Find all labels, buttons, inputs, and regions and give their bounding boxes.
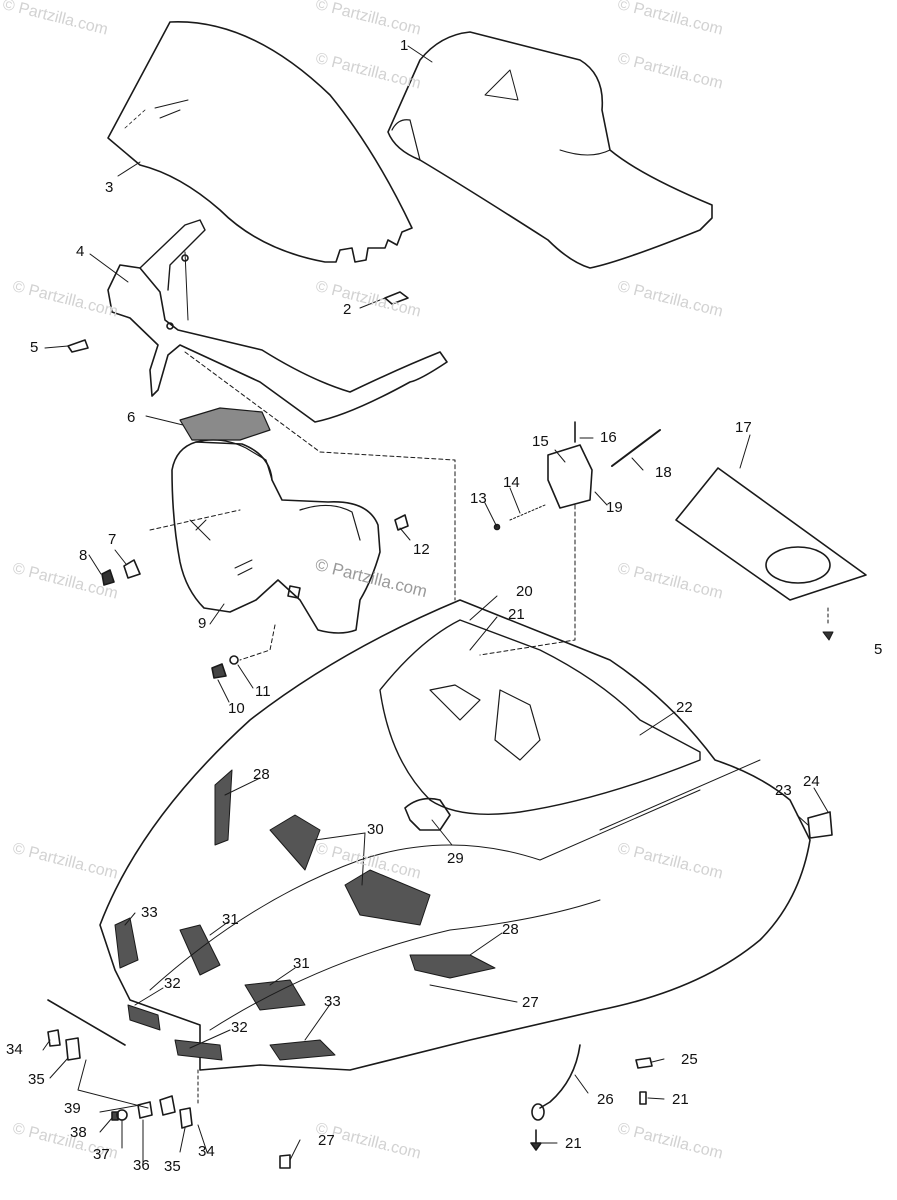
callout-23: 23: [775, 782, 792, 799]
callout-21: 21: [672, 1091, 689, 1108]
callout-9: 9: [198, 615, 207, 632]
headlight-housing: [171, 439, 381, 634]
callout-25: 25: [681, 1051, 698, 1068]
foam-pad: [179, 407, 271, 441]
grommet: [404, 797, 451, 831]
leader-lines: [42, 45, 829, 1167]
callout-5: 5: [30, 339, 39, 356]
windshield-clip: [384, 291, 409, 305]
callout-19: 19: [606, 499, 623, 516]
callout-11: 11: [255, 683, 271, 700]
callout-22: 22: [676, 699, 693, 716]
callout-21: 21: [565, 1135, 582, 1152]
callout-21: 21: [508, 606, 525, 623]
callout-37: 37: [93, 1146, 110, 1163]
callout-38: 38: [70, 1124, 87, 1141]
callout-28: 28: [253, 766, 270, 783]
callout-18: 18: [655, 464, 672, 481]
handlebar-bracket: [107, 219, 448, 423]
callout-34: 34: [198, 1143, 215, 1160]
callout-32: 32: [164, 975, 181, 992]
callout-33: 33: [141, 904, 158, 921]
callout-31: 31: [293, 955, 310, 972]
callout-12: 12: [413, 541, 430, 558]
callout-33: 33: [324, 993, 341, 1010]
callout-8: 8: [79, 547, 88, 564]
callout-6: 6: [127, 409, 136, 426]
callout-3: 3: [105, 179, 114, 196]
small-hardware: [67, 339, 661, 679]
side-bracket: [807, 811, 833, 839]
callout-24: 24: [803, 773, 820, 790]
windshield: [107, 21, 413, 263]
callout-1: 1: [400, 37, 409, 54]
callout-7: 7: [108, 531, 117, 548]
callout-30: 30: [367, 821, 384, 838]
callout-4: 4: [76, 243, 85, 260]
callout-20: 20: [516, 583, 533, 600]
callout-2: 2: [343, 301, 352, 318]
assembly-lines: [149, 351, 576, 661]
callout-36: 36: [133, 1157, 150, 1174]
seat: [387, 31, 713, 269]
callout-35: 35: [28, 1071, 45, 1088]
callout-32: 32: [231, 1019, 248, 1036]
callout-17: 17: [735, 419, 752, 436]
clip-27: [279, 1154, 291, 1169]
callout-39: 39: [64, 1100, 81, 1117]
cable: [539, 1044, 581, 1109]
callout-5: 5: [874, 641, 883, 658]
callout-14: 14: [503, 474, 520, 491]
callout-13: 13: [470, 490, 487, 507]
callout-29: 29: [447, 850, 464, 867]
hood: [99, 599, 811, 1071]
callout-34: 34: [6, 1041, 23, 1058]
bolt-25: [635, 1057, 653, 1069]
callout-26: 26: [597, 1091, 614, 1108]
callout-28: 28: [502, 921, 519, 938]
callout-15: 15: [532, 433, 549, 450]
cover-plate: [675, 467, 867, 601]
callout-27: 27: [318, 1132, 335, 1149]
callout-16: 16: [600, 429, 617, 446]
plate-hole: [765, 546, 831, 584]
callout-35: 35: [164, 1158, 181, 1175]
callout-27: 27: [522, 994, 539, 1011]
callout-10: 10: [228, 700, 245, 717]
callout-31: 31: [222, 911, 239, 928]
